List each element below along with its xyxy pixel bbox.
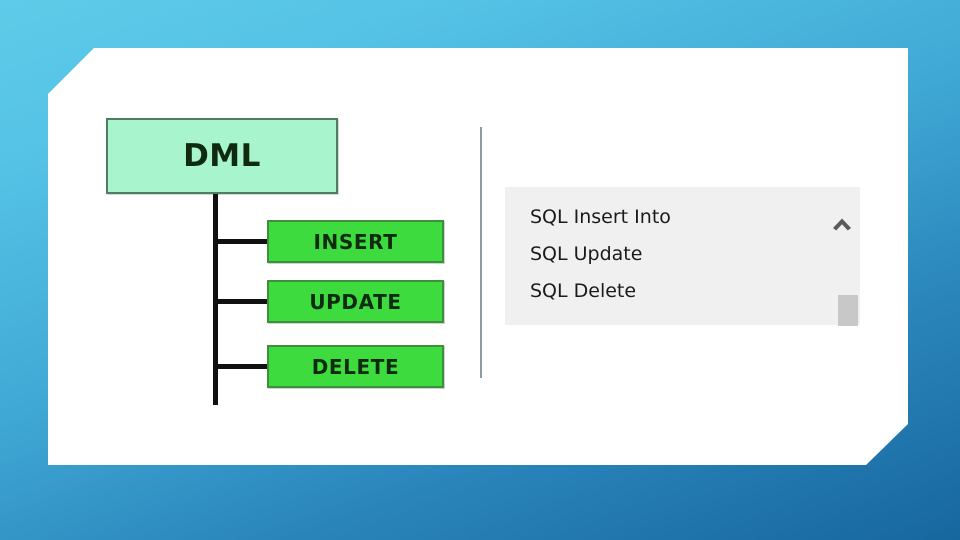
sql-topic-list-panel[interactable]: SQL Insert Into SQL Update SQL Delete: [505, 187, 860, 326]
diagram-node-update: UPDATE: [267, 280, 444, 323]
sql-topic-list: SQL Insert Into SQL Update SQL Delete: [530, 199, 820, 310]
connector-branch-insert: [213, 239, 269, 244]
diagram-node-delete-label: DELETE: [311, 354, 400, 379]
diagram-node-root-dml: DML: [106, 118, 338, 194]
diagram-node-update-label: UPDATE: [309, 289, 402, 314]
diagram-node-delete: DELETE: [267, 345, 444, 388]
list-item-sql-delete[interactable]: SQL Delete: [530, 280, 637, 302]
dml-hierarchy-diagram: DML INSERT UPDATE DELETE: [48, 48, 518, 465]
connector-branch-update: [213, 299, 269, 304]
vertical-divider: [480, 127, 482, 378]
diagram-node-insert-label: INSERT: [313, 229, 398, 254]
connector-branch-delete: [213, 364, 269, 369]
chevron-up-icon[interactable]: [830, 213, 854, 233]
list-item-sql-update[interactable]: SQL Update: [530, 243, 643, 265]
scrollbar-thumb[interactable]: [838, 295, 858, 326]
content-card: DML INSERT UPDATE DELETE SQL Insert Into…: [48, 48, 908, 465]
diagram-node-root-label: DML: [183, 138, 261, 174]
list-item-sql-insert-into[interactable]: SQL Insert Into: [530, 206, 671, 228]
diagram-node-insert: INSERT: [267, 220, 444, 263]
